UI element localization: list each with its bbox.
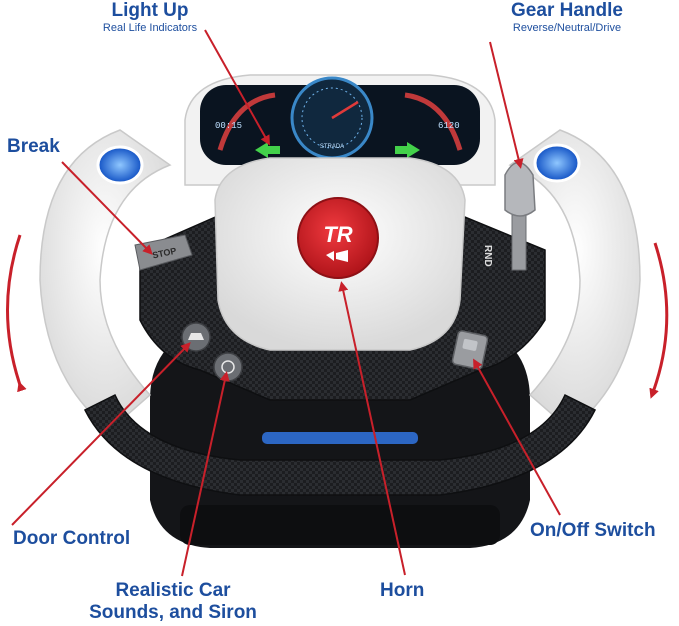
horn-arrow xyxy=(338,281,406,576)
dash-right-readout: 6120 xyxy=(438,121,460,131)
gear-letters: RND xyxy=(482,245,493,267)
rotate-left-arrow-icon xyxy=(6,234,27,393)
gear-handle-label: Gear Handle Reverse/Neutral/Drive xyxy=(511,0,623,34)
light-up-title: Light Up xyxy=(111,0,189,21)
gear-handle-title: Gear Handle xyxy=(511,0,623,21)
horn-logo: TR xyxy=(323,222,352,247)
dash-left-readout: 00:15 xyxy=(215,121,242,131)
break-title: Break xyxy=(7,136,60,157)
power-switch[interactable] xyxy=(451,330,489,370)
dash-brand: STRADA xyxy=(320,144,344,150)
blue-light-strip xyxy=(262,432,418,444)
rotate-right-arrow-icon xyxy=(649,242,669,399)
left-blue-light-icon xyxy=(96,145,144,185)
light-up-label: Light Up Real Life Indicators xyxy=(103,0,197,34)
sounds-line1: Realistic Car xyxy=(115,580,231,601)
gear-handle[interactable] xyxy=(504,161,536,271)
sound-arrow xyxy=(181,371,230,577)
gear-handle-arrow xyxy=(489,41,524,169)
right-blue-light-icon xyxy=(533,143,581,183)
horn-button[interactable]: TR xyxy=(297,197,379,279)
break-button[interactable]: STOP xyxy=(134,234,193,271)
right-turn-indicator-icon xyxy=(395,142,420,158)
horn-label: Horn xyxy=(380,580,424,602)
horn-icon xyxy=(326,250,348,262)
dashboard-cluster: 00:15 6120 STRADA xyxy=(184,74,496,186)
sounds-label: Realistic Car Sounds, and Siron xyxy=(89,580,257,624)
steering-rim[interactable] xyxy=(39,129,641,496)
horn-title: Horn xyxy=(380,580,425,601)
door-control-label: Door Control xyxy=(13,528,130,550)
callout-arrows xyxy=(11,29,561,577)
gear-handle-subtitle: Reverse/Neutral/Drive xyxy=(512,22,622,34)
door-control-title: Door Control xyxy=(13,528,131,549)
break-arrow xyxy=(61,161,153,255)
left-turn-indicator-icon xyxy=(255,142,280,158)
on-off-title: On/Off Switch xyxy=(530,520,656,541)
on-off-arrow xyxy=(473,358,561,516)
break-label: Break xyxy=(7,136,60,158)
door-control-arrow xyxy=(11,342,191,526)
sound-button[interactable] xyxy=(213,352,243,382)
light-up-arrow xyxy=(204,29,270,146)
stop-label: STOP xyxy=(151,246,177,261)
sounds-line2: Sounds, and Siron xyxy=(89,602,257,623)
car-door-icon xyxy=(188,333,204,340)
light-up-subtitle: Real Life Indicators xyxy=(102,22,198,34)
on-off-label: On/Off Switch xyxy=(530,520,656,542)
